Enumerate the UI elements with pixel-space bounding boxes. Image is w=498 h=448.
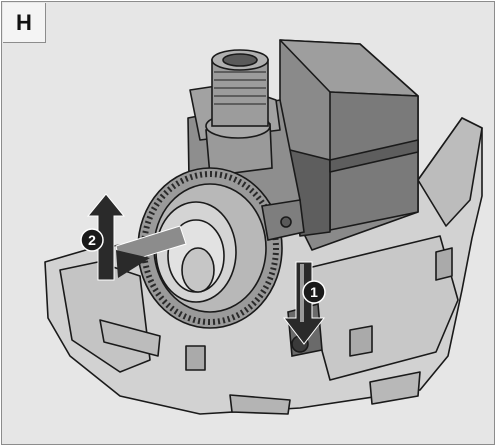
step-1-number: 1 xyxy=(310,284,318,300)
down-arrow-icon xyxy=(282,261,326,345)
outlet-nozzle xyxy=(205,49,273,177)
step-badge-1: 1 xyxy=(302,280,326,304)
up-and-left-arrow-icon xyxy=(86,193,187,281)
inlet-ring xyxy=(137,167,283,329)
step-2-number: 2 xyxy=(88,232,96,248)
panel-label: H xyxy=(3,3,46,43)
step-badge-2: 2 xyxy=(80,228,104,252)
